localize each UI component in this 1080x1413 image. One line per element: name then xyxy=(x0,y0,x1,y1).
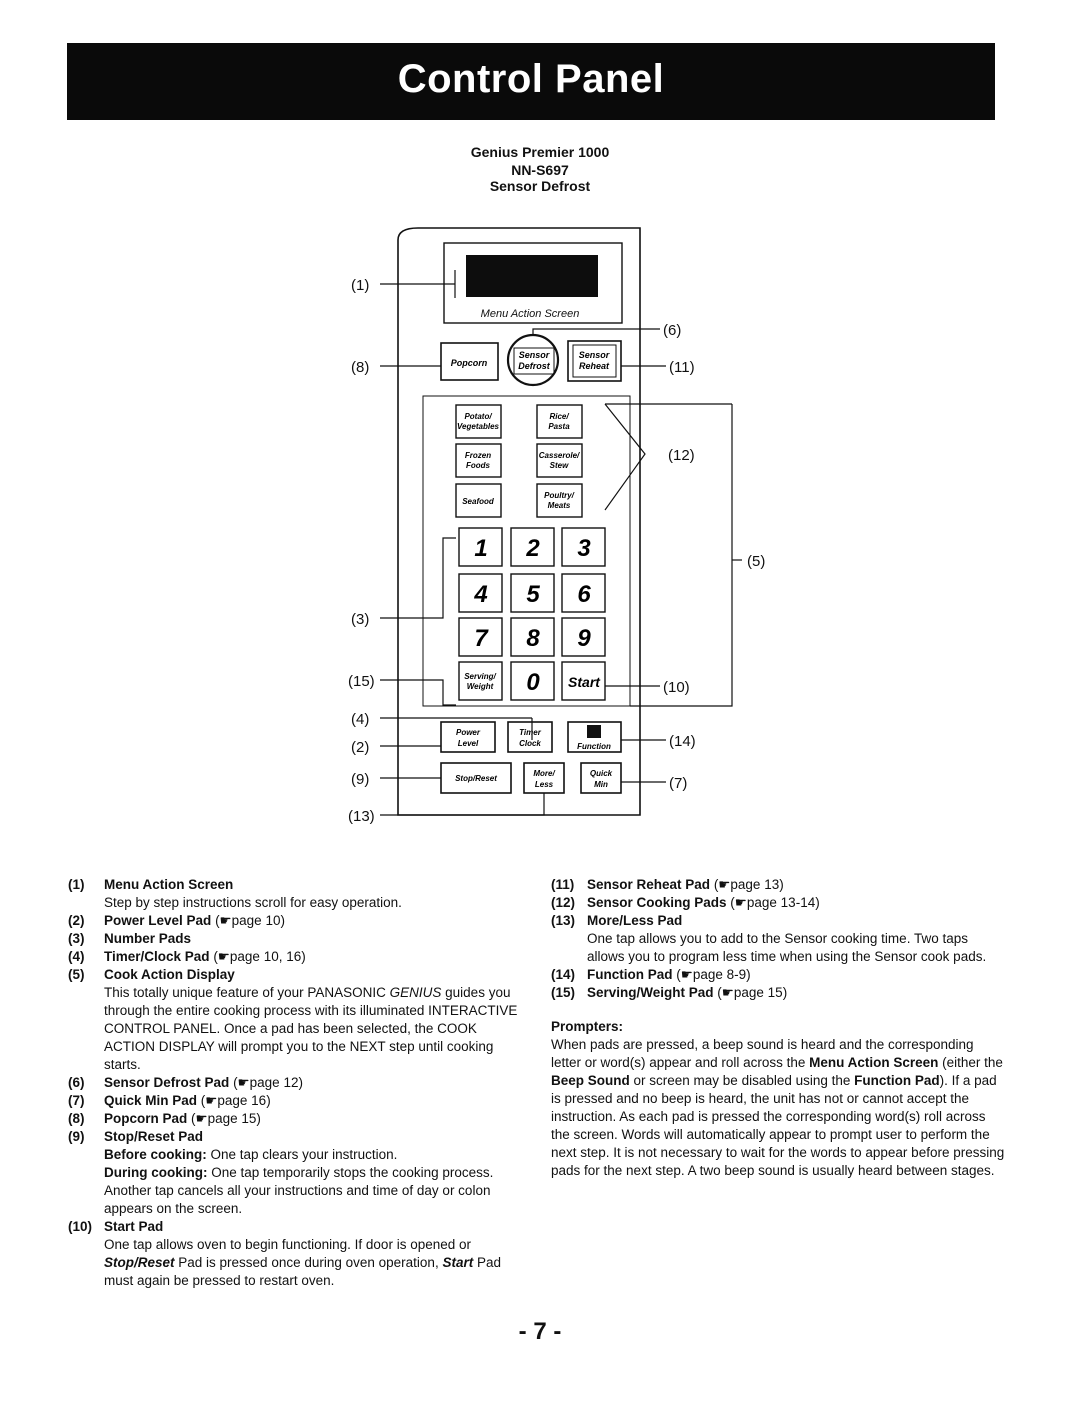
function-icon xyxy=(587,725,601,738)
svg-text:Vegetables: Vegetables xyxy=(457,422,499,431)
svg-text:(15): (15) xyxy=(348,673,375,690)
svg-text:Serving/: Serving/ xyxy=(464,672,496,681)
sensor-defrost-pad xyxy=(506,333,560,387)
svg-text:(10): (10) xyxy=(663,679,690,696)
svg-text:Min: Min xyxy=(594,780,608,789)
svg-text:Clock: Clock xyxy=(519,739,541,748)
svg-text:Pasta: Pasta xyxy=(548,422,570,431)
leader-lines xyxy=(380,270,742,816)
panel-outline xyxy=(397,227,641,816)
svg-text:Potato/: Potato/ xyxy=(464,412,492,421)
svg-text:(12): (12) xyxy=(668,447,695,464)
svg-text:Frozen: Frozen xyxy=(465,451,491,460)
number-pads: 1 2 3 4 5 6 7 8 9 0 xyxy=(458,527,606,701)
svg-text:(6): (6) xyxy=(663,322,681,339)
svg-text:9: 9 xyxy=(577,625,591,652)
page-title: Control Panel xyxy=(397,57,665,101)
svg-text:Casserole/: Casserole/ xyxy=(539,451,580,460)
cook-action-display xyxy=(422,395,631,707)
svg-text:(14): (14) xyxy=(669,733,696,750)
start-pad xyxy=(561,661,606,701)
svg-text:Meats: Meats xyxy=(548,501,571,510)
svg-text:(8): (8) xyxy=(351,359,369,376)
svg-text:More/: More/ xyxy=(533,769,555,778)
svg-text:2: 2 xyxy=(525,535,540,562)
svg-text:(11): (11) xyxy=(669,359,695,376)
svg-text:Rice/: Rice/ xyxy=(549,412,569,421)
svg-text:Foods: Foods xyxy=(466,461,491,470)
svg-text:0: 0 xyxy=(526,669,540,696)
menu-action-screen xyxy=(466,255,598,297)
legend-left: (1)Menu Action Screen Step by step instr… xyxy=(68,877,518,1288)
svg-text:(5): (5) xyxy=(747,553,765,570)
sensor-reheat-pad xyxy=(567,340,622,382)
prompters-title: Prompters: xyxy=(551,1019,624,1034)
control-panel-diagram: Menu Action Screen Popcorn Sensor Defros… xyxy=(348,227,765,825)
svg-text:Power: Power xyxy=(456,728,481,737)
svg-text:Defrost: Defrost xyxy=(518,361,551,371)
model-name: Genius Premier 1000 xyxy=(470,144,610,160)
power-level-pad xyxy=(440,721,496,753)
svg-text:3: 3 xyxy=(577,535,591,562)
svg-text:(3): (3) xyxy=(351,611,369,628)
svg-text:Quick: Quick xyxy=(590,769,613,778)
svg-text:8: 8 xyxy=(526,625,540,652)
svg-text:Popcorn: Popcorn xyxy=(451,358,488,368)
timer-clock-pad xyxy=(507,721,553,753)
svg-text:4: 4 xyxy=(473,581,487,608)
svg-text:(7): (7) xyxy=(669,775,687,792)
screen-bezel xyxy=(443,242,623,324)
svg-text:Start: Start xyxy=(568,674,601,690)
svg-text:(13): (13) xyxy=(348,808,375,825)
page-number: - 7 - xyxy=(518,1318,562,1345)
model-number: NN-S697 xyxy=(511,162,569,178)
svg-text:1: 1 xyxy=(474,535,487,562)
svg-text:Reheat: Reheat xyxy=(579,361,610,371)
svg-text:Poultry/: Poultry/ xyxy=(544,491,575,500)
svg-text:5: 5 xyxy=(526,581,540,608)
title-banner: Control Panel xyxy=(67,43,995,120)
svg-text:Sensor: Sensor xyxy=(579,350,610,360)
svg-text:Stew: Stew xyxy=(550,461,569,470)
screen-label: Menu Action Screen xyxy=(481,308,580,320)
svg-text:6: 6 xyxy=(577,581,591,608)
svg-text:7: 7 xyxy=(474,625,489,652)
svg-text:(1): (1) xyxy=(351,277,369,294)
prompters-text: When pads are pressed, a beep sound is h… xyxy=(551,1037,1005,1178)
svg-text:Stop/Reset: Stop/Reset xyxy=(455,774,497,783)
svg-text:(2): (2) xyxy=(351,739,369,756)
svg-text:Level: Level xyxy=(458,739,479,748)
svg-text:Timer: Timer xyxy=(519,728,542,737)
svg-text:Sensor: Sensor xyxy=(519,350,550,360)
svg-text:(4): (4) xyxy=(351,711,369,728)
serving-weight-pad xyxy=(458,661,503,701)
svg-text:Seafood: Seafood xyxy=(462,497,495,506)
svg-text:(9): (9) xyxy=(351,771,369,788)
callout-labels: (1) (8) (6) (11) (12) (5) (3) (15) (10) … xyxy=(348,277,765,825)
model-feature: Sensor Defrost xyxy=(489,178,591,194)
quick-min-pad xyxy=(580,762,622,794)
legend-right: (11)Sensor Reheat Pad (☛page 13) (12)Sen… xyxy=(551,877,1005,1178)
svg-text:Less: Less xyxy=(535,780,554,789)
popcorn-pad xyxy=(440,342,499,381)
svg-text:Function: Function xyxy=(577,742,611,751)
svg-text:Weight: Weight xyxy=(467,682,494,691)
sensor-cooking-pads: Potato/ Vegetables Rice/ Pasta Frozen Fo… xyxy=(455,404,583,518)
